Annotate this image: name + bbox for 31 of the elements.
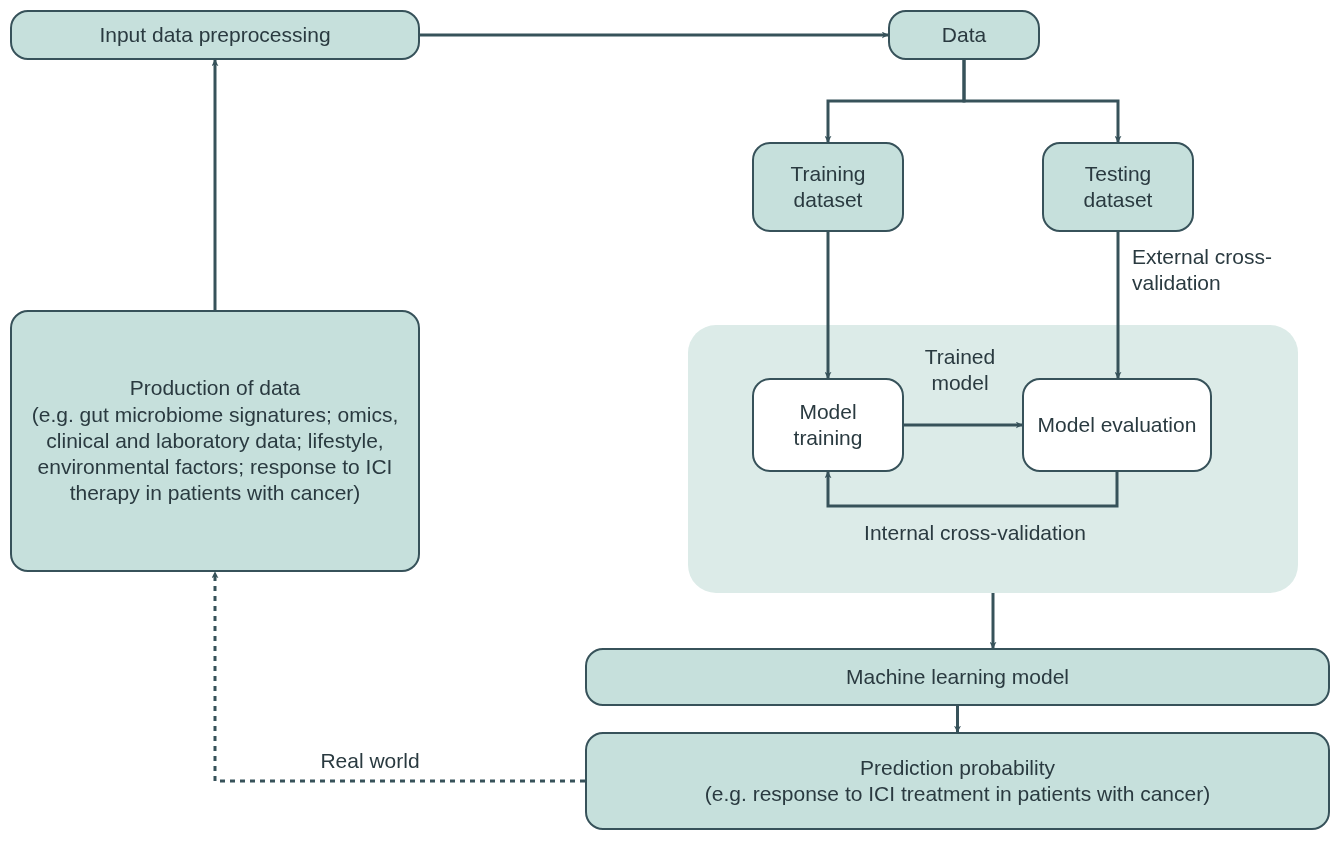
process-box <box>1042 142 1194 232</box>
process-box <box>1022 378 1212 472</box>
node-title: Data <box>941 21 987 48</box>
arrow <box>904 421 1023 429</box>
panel-background <box>688 325 1298 593</box>
process-box <box>585 648 1330 706</box>
arrow <box>954 706 961 733</box>
process-box <box>888 10 1040 60</box>
arrow <box>211 59 219 310</box>
arrow <box>420 31 889 39</box>
arrow <box>824 232 832 379</box>
node-description: (e.g. gut microbiome signatures; omics, clinical and laboratory data; lifestyle, environmental factors; response to ICI therapy in patients with cancer) <box>30 401 400 507</box>
node-title: Model evaluation <box>1037 411 1197 438</box>
node-title: Prediction probability <box>860 754 1055 781</box>
node-title: Machine learning model <box>846 663 1069 690</box>
process-box <box>752 378 904 472</box>
arrow <box>989 593 997 649</box>
arrow <box>824 471 1119 508</box>
process-box <box>10 10 420 60</box>
process-box <box>10 310 420 572</box>
arrow <box>962 60 1122 143</box>
node-title: Training dataset <box>789 160 867 213</box>
arrow <box>1114 232 1122 379</box>
process-box <box>585 732 1330 830</box>
node-title: Input data preprocessing <box>99 21 331 48</box>
node-description: (e.g. response to ICI treatment in patients with cancer) <box>704 781 1211 807</box>
node-title: Testing dataset <box>1082 160 1154 213</box>
arrow <box>211 571 585 783</box>
process-box <box>752 142 904 232</box>
node-title: Production of data <box>129 375 301 402</box>
node-title: Model training <box>792 398 864 451</box>
